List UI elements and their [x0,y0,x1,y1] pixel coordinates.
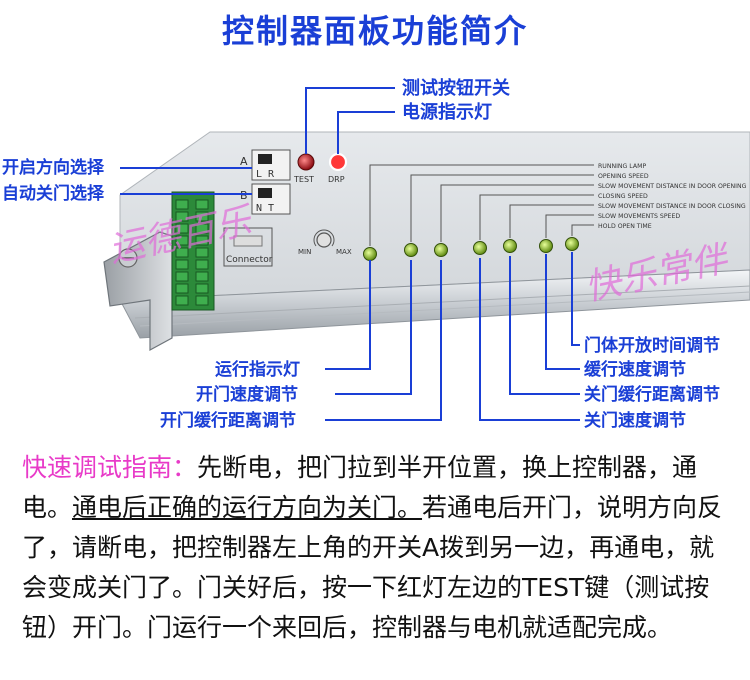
indicator-led [503,239,517,253]
terminal-screw [175,259,189,270]
legend-item: CLOSING SPEED [598,193,648,200]
switch-b-letter: B [240,189,248,202]
indicator-led [363,247,377,261]
terminal-screw [175,199,189,210]
label-slow-speed: 缓行速度调节 [584,359,686,380]
terminal-screw [195,295,209,306]
guide-underlined: 通电后正确的运行方向为关门。 [72,493,423,522]
legend-leader-line [440,184,594,242]
guide-heading: 快速调试指南： [22,453,198,482]
legend-item: SLOW MOVEMENT DISTANCE IN DOOR OPENING [598,183,747,190]
test-label: TEST [293,175,314,184]
terminal-screw [195,271,209,282]
terminal-screw [195,199,209,210]
terminal-screw [195,235,209,246]
aluminum-rail [119,269,750,339]
terminal-screw [175,211,189,222]
label-close-slow-distance: 关门缓行距离调节 [584,384,720,405]
label-power-indicator: 电源指示灯 [402,101,492,123]
legend-item: OPENING SPEED [598,173,649,180]
indicator-led [539,239,553,253]
terminal-screw [175,223,189,234]
terminal-screw [195,223,209,234]
label-open-speed: 开门速度调节 [196,384,298,405]
quick-guide: 快速调试指南：先断电，把门拉到半开位置，换上控制器，通电。通电后正确的运行方向为… [22,448,734,648]
label-auto-close: 自动关门选择 [2,183,105,204]
legend-item: SLOW MOVEMENTS SPEED [598,213,680,220]
legend-leader-line [479,194,594,240]
knob-min-label: MIN [298,248,311,256]
indicator-led [565,237,579,251]
drp-label: DRP [328,175,345,184]
guide-part2: 若通电后开门，说明方向反了，请断电，把控制器左上角的开关A拨到另一边，再通电，就… [22,493,723,642]
legend-leader-line [571,224,594,236]
legend-leader-line [509,204,594,238]
switch-a-toggle[interactable] [258,154,272,164]
terminal-screw [175,283,189,294]
switch-b-options: N T [256,203,274,214]
indicator-led [434,243,448,257]
page-title: 控制器面板功能简介 [221,12,528,50]
label-test-button: 测试按钮开关 [402,77,510,99]
label-running-light: 运行指示灯 [215,359,300,380]
indicator-led [404,243,418,257]
terminal-screw [175,271,189,282]
label-close-speed: 关门速度调节 [584,410,686,431]
legend-item: HOLD OPEN TIME [598,223,652,230]
label-open-direction: 开启方向选择 [2,157,105,178]
drp-led [328,152,348,172]
test-button[interactable] [297,153,315,171]
guide-part1: 先断电，把门拉到半开位置，换上控制器，通电。 [22,453,698,522]
switch-a-letter: A [240,155,248,168]
legend-leader-line [545,214,594,238]
indicator-led [473,241,487,255]
legend-item: RUNNING LAMP [598,163,646,170]
terminal-screw [195,247,209,258]
knob-max-label: MAX [336,248,352,256]
connector-box [223,227,273,267]
switch-a-options: L R [256,169,275,180]
callout-lines [120,87,580,421]
terminal-screw [195,211,209,222]
connector-label: Connector [226,255,273,265]
terminal-screw [195,259,209,270]
label-hold-open-time: 门体开放时间调节 [584,335,720,356]
legend-leader-line [369,164,594,246]
terminal-screw [175,247,189,258]
terminal-screw [195,283,209,294]
controller-diagram: A L R B N T Connector TEST DRP MIN MAX R… [2,77,750,431]
legend-item: SLOW MOVEMENT DISTANCE IN DOOR CLOSING [598,203,746,210]
potentiometer-knob[interactable] [316,232,332,248]
switch-b-toggle[interactable] [258,188,272,198]
legend-leader-line [410,174,594,242]
terminal-screw [175,295,189,306]
terminal-screw [175,235,189,246]
label-open-slow-distance: 开门缓行距离调节 [160,410,296,431]
